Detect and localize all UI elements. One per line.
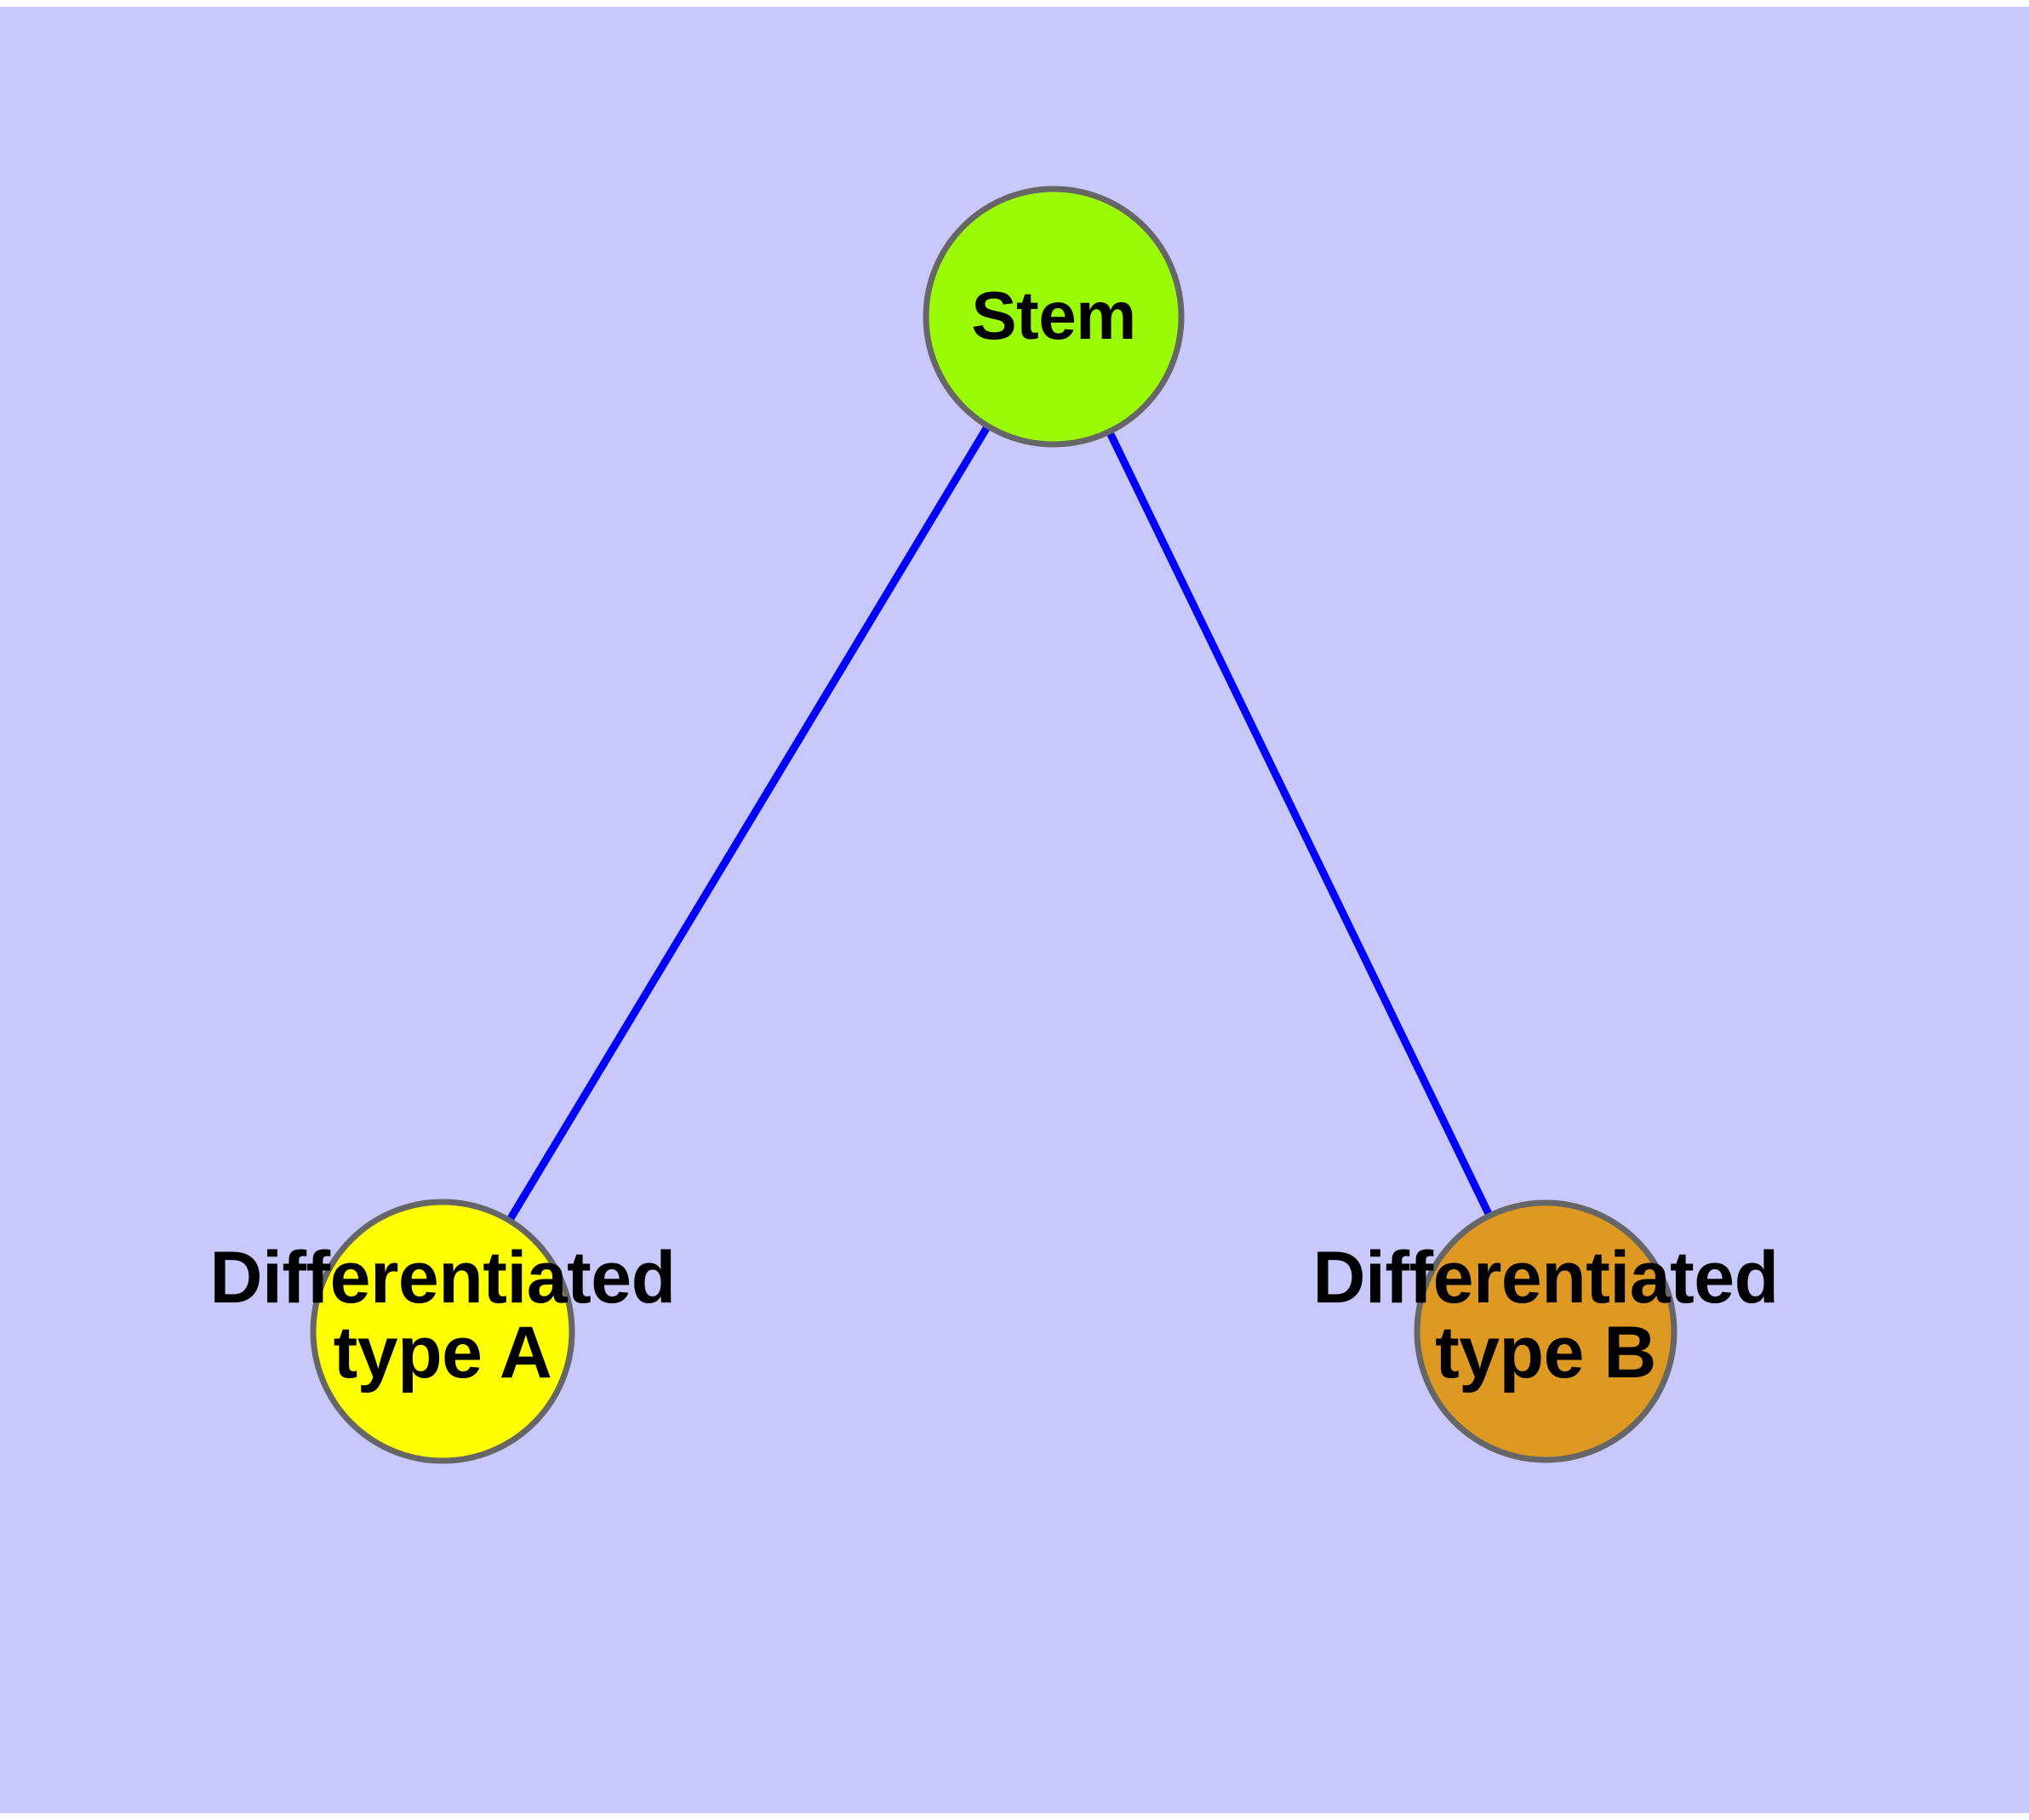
node-differentiated-type-b[interactable] (1414, 1199, 1677, 1463)
node-layer (310, 186, 1677, 1464)
node-stem[interactable] (923, 186, 1185, 448)
edge-stem-to-type-b[interactable] (1103, 425, 1495, 1222)
edge-layer (503, 420, 1495, 1228)
edge-stem-to-type-a[interactable] (503, 420, 994, 1228)
node-differentiated-type-a[interactable] (310, 1199, 575, 1464)
